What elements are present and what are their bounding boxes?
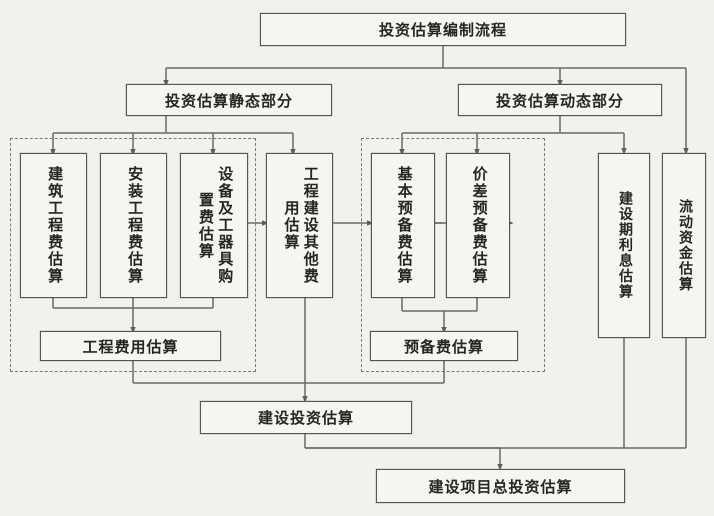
node-price-reserve-label: 价差预备费估算: [470, 166, 487, 285]
node-other-cost[interactable]: 工程建设其他费用估算: [266, 153, 333, 298]
node-dynamic-part[interactable]: 投资估算动态部分: [458, 84, 662, 116]
node-reserve-total[interactable]: 预备费估算: [370, 331, 518, 361]
node-construction-investment-label: 建设投资估算: [257, 411, 354, 427]
node-working-capital[interactable]: 流动资金估算: [662, 153, 706, 338]
node-engineering-total[interactable]: 工程费用估算: [40, 331, 221, 361]
node-construction-investment[interactable]: 建设投资估算: [200, 401, 412, 434]
node-equipment-cost-label: 设备及工器具购置费估算: [197, 166, 233, 285]
group-static-dashed-frame: [10, 138, 256, 372]
node-basic-reserve[interactable]: 基本预备费估算: [371, 153, 435, 298]
node-construction-interest-label: 建设期利息估算: [616, 191, 632, 300]
node-project-total-investment-label: 建设项目总投资估算: [428, 479, 573, 496]
node-basic-reserve-label: 基本预备费估算: [395, 166, 412, 285]
node-equipment-cost[interactable]: 设备及工器具购置费估算: [180, 153, 248, 298]
group-reserve-dashed-frame: [361, 138, 545, 372]
node-title-label: 投资估算编制流程: [378, 23, 507, 39]
node-dynamic-part-label: 投资估算动态部分: [495, 93, 624, 110]
node-static-part[interactable]: 投资估算静态部分: [126, 84, 332, 116]
node-static-part-label: 投资估算静态部分: [164, 93, 293, 110]
node-project-total-investment[interactable]: 建设项目总投资估算: [376, 469, 625, 503]
node-construction-interest[interactable]: 建设期利息估算: [598, 153, 650, 338]
node-construction-cost-label: 建筑工程费估算: [46, 166, 63, 285]
node-price-reserve[interactable]: 价差预备费估算: [446, 153, 510, 298]
node-other-cost-label: 工程建设其他费用估算: [282, 166, 318, 285]
node-installation-cost[interactable]: 安装工程费估算: [100, 153, 167, 298]
node-working-capital-label: 流动资金估算: [676, 199, 692, 292]
node-title[interactable]: 投资估算编制流程: [260, 13, 626, 46]
node-construction-cost[interactable]: 建筑工程费估算: [20, 153, 87, 298]
node-installation-cost-label: 安装工程费估算: [126, 166, 143, 285]
node-engineering-total-label: 工程费用估算: [82, 339, 179, 356]
node-reserve-total-label: 预备费估算: [403, 339, 484, 356]
